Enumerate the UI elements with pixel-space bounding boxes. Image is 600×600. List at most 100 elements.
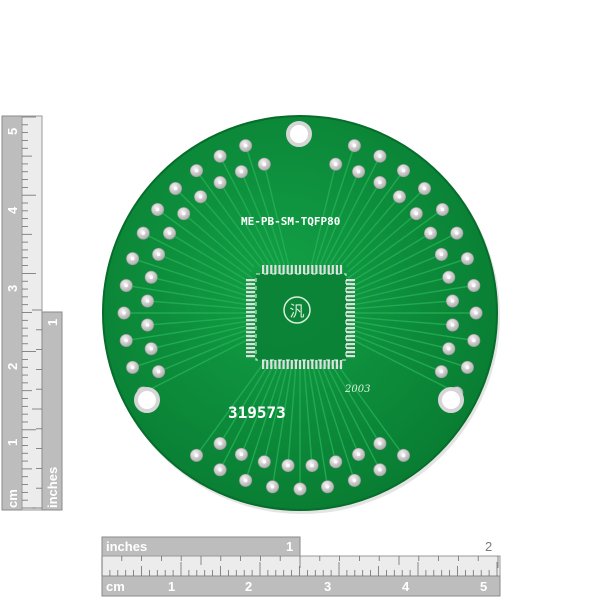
ic-pad — [282, 360, 285, 369]
pad-drill-hole — [352, 478, 357, 483]
trace — [132, 257, 253, 299]
pad-drill-hole — [310, 463, 314, 468]
ic-pad — [246, 327, 255, 330]
trace — [318, 171, 360, 268]
ic-pad — [319, 265, 322, 274]
ic-pad — [246, 311, 255, 314]
ic-pad — [307, 360, 310, 369]
trace — [151, 276, 253, 303]
pad-drill-hole — [145, 299, 150, 303]
pad-drill-hole — [422, 186, 427, 191]
pad-drill-hole — [173, 186, 178, 191]
ic-pad — [246, 303, 255, 306]
ic-pad — [315, 360, 318, 369]
pad-drill-hole — [356, 452, 361, 457]
pad-drill-hole — [439, 369, 444, 374]
ruler-bottom-inches-label: inches — [106, 539, 147, 554]
pad-drill-hole — [378, 441, 382, 446]
pad-drill-hole — [333, 460, 338, 464]
pad-drill-hole — [450, 299, 455, 303]
ruler-left-inch-number: 1 — [45, 319, 60, 326]
trace — [169, 232, 253, 285]
ic-pad — [327, 265, 330, 274]
trace — [287, 358, 298, 466]
pad-drill-hole — [401, 453, 406, 458]
ic-pad — [246, 315, 255, 318]
ic-pad — [294, 360, 297, 369]
pad-drill-hole — [455, 231, 459, 235]
ic-pad — [246, 331, 255, 334]
pad-drill-hole — [401, 168, 406, 173]
pad-drill-hole — [465, 365, 470, 370]
ruler-left-inch-bar — [41, 311, 63, 511]
ic-pad — [262, 265, 265, 274]
trace — [132, 327, 253, 369]
ic-pad — [346, 323, 355, 326]
ruler-left-cm-label: cm — [5, 489, 20, 508]
trace — [347, 316, 453, 326]
ic-pad — [323, 360, 326, 369]
ic-pad — [346, 307, 355, 310]
ic-pad — [346, 315, 355, 318]
ic-pad — [246, 291, 255, 294]
trace — [347, 323, 449, 350]
trace — [332, 170, 405, 268]
ic-pad — [274, 265, 277, 274]
trace — [314, 145, 356, 268]
ic-pad — [290, 360, 293, 369]
ic-pad — [339, 360, 343, 369]
ic-pad — [331, 360, 334, 369]
pad-drill-hole — [378, 154, 382, 158]
ic-pad — [270, 360, 273, 369]
pad-drill-hole — [262, 162, 267, 166]
trace — [310, 164, 337, 268]
pad-drill-hole — [156, 252, 161, 257]
ruler-left-mm-strip — [21, 115, 43, 511]
trace — [327, 182, 381, 268]
ic-pad — [246, 279, 255, 282]
pad-drill-hole — [155, 207, 160, 212]
pad-drill-hole — [124, 283, 128, 288]
ic-pad — [278, 360, 281, 369]
pad-drill-hole — [286, 463, 290, 468]
pad-drill-hole — [239, 169, 244, 174]
ruler-left-cm-number-5: 5 — [5, 128, 20, 135]
ruler-bottom-cm-bar — [101, 575, 501, 597]
ic-pad — [346, 327, 355, 330]
trace — [219, 358, 278, 471]
ruler-left-cm-number-3: 3 — [5, 285, 20, 292]
pad-drill-hole — [243, 478, 248, 483]
trace — [347, 257, 468, 299]
ic-pad — [286, 360, 289, 369]
pad-drill-hole — [450, 323, 455, 327]
pad-drill-hole — [378, 468, 382, 472]
trace — [347, 232, 458, 290]
ic-pad — [319, 360, 322, 369]
pad-drill-hole — [218, 468, 222, 472]
pad-drill-hole — [218, 154, 222, 158]
trace — [347, 336, 458, 394]
pad-drill-hole — [243, 143, 248, 148]
mounting-hole-top — [286, 121, 312, 147]
pad-drill-hole — [181, 211, 186, 216]
pad-drill-hole — [352, 143, 357, 148]
pad-drill-hole — [447, 275, 451, 280]
pad-drill-hole — [149, 346, 153, 351]
trace — [219, 155, 278, 268]
ruler-bottom-cm-number-1: 1 — [168, 579, 175, 594]
ic-pad — [282, 265, 285, 274]
ic-pad — [346, 347, 355, 350]
trace — [347, 327, 468, 369]
trace — [126, 319, 253, 342]
ic-pad — [323, 265, 326, 274]
ic-pad — [346, 299, 355, 302]
ic-pad — [246, 283, 255, 286]
ic-pad — [346, 339, 355, 342]
trace — [151, 323, 253, 350]
ic-footprint-body — [255, 273, 347, 361]
ic-pad — [290, 265, 293, 274]
ic-pad — [346, 311, 355, 314]
ruler-left-cm-number-1: 1 — [5, 439, 20, 446]
trace — [157, 208, 253, 279]
